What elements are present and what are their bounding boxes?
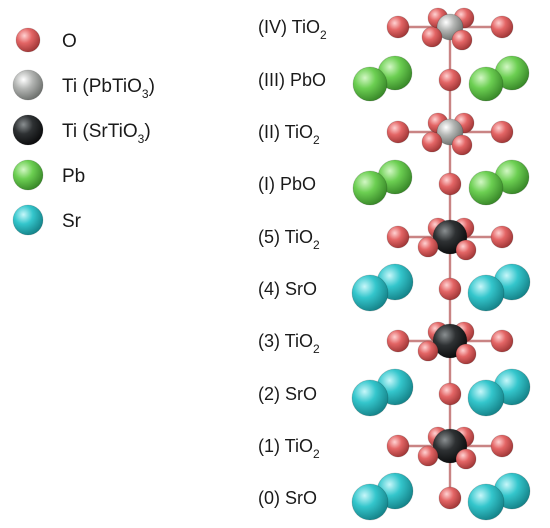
layer-label-3: (I) PbO	[258, 174, 316, 194]
legend-swatch-pb	[12, 159, 44, 191]
layer-label-2: (II) TiO2	[258, 122, 320, 147]
layer-label-1: (III) PbO	[258, 70, 326, 90]
layer-labels: (IV) TiO2 (III) PbO (II) TiO2 (I) PbO (5) Ti…	[258, 17, 327, 508]
oxygen-atom	[490, 225, 514, 249]
oxygen-atom	[438, 68, 462, 92]
oxygen-atom	[490, 434, 514, 458]
oxygen-atom	[490, 329, 514, 353]
oxygen-atom	[455, 343, 477, 365]
legend-label-ti_pb: Ti (PbTiO3)	[62, 76, 155, 101]
oxygen-atom	[438, 172, 462, 196]
legend-swatch-o	[15, 27, 41, 53]
oxygen-atom	[438, 382, 462, 406]
legend-swatch-ti_pb	[12, 69, 44, 101]
oxygen-atom	[438, 486, 462, 510]
lead-atom	[352, 170, 388, 206]
oxygen-atom	[417, 340, 439, 362]
atomic-structure	[351, 7, 531, 521]
strontium-atom	[351, 274, 389, 312]
layer-label-9: (0) SrO	[258, 488, 317, 508]
lead-atom	[352, 66, 388, 102]
strontium-atom	[467, 274, 505, 312]
oxygen-atom	[386, 120, 410, 144]
strontium-atom	[467, 483, 505, 521]
oxygen-atom	[421, 131, 443, 153]
oxygen-atom	[490, 15, 514, 39]
oxygen-atom	[451, 29, 473, 51]
strontium-atom	[467, 379, 505, 417]
oxygen-atom	[490, 120, 514, 144]
layer-label-7: (2) SrO	[258, 384, 317, 404]
legend-item-sr: Sr	[12, 204, 82, 236]
strontium-atom	[351, 483, 389, 521]
oxygen-atom	[386, 434, 410, 458]
oxygen-atom	[438, 277, 462, 301]
layer-label-0: (IV) TiO2	[258, 17, 327, 42]
lead-atom	[468, 170, 504, 206]
layer-label-6: (3) TiO2	[258, 331, 320, 356]
oxygen-atom	[417, 236, 439, 258]
oxygen-atom	[455, 448, 477, 470]
layer-label-8: (1) TiO2	[258, 436, 320, 461]
legend-label-pb: Pb	[62, 166, 85, 187]
strontium-atom	[351, 379, 389, 417]
lead-atom	[468, 66, 504, 102]
legend-label-sr: Sr	[62, 211, 82, 232]
legend-swatch-sr	[12, 204, 44, 236]
atoms	[351, 7, 531, 521]
oxygen-atom	[386, 225, 410, 249]
oxygen-atom	[386, 15, 410, 39]
oxygen-atom	[451, 134, 473, 156]
oxygen-atom	[455, 239, 477, 261]
layer-label-4: (5) TiO2	[258, 227, 320, 252]
legend-label-ti_sr: Ti (SrTiO3)	[62, 121, 151, 146]
oxygen-atom	[417, 445, 439, 467]
layer-label-5: (4) SrO	[258, 279, 317, 299]
oxygen-atom	[421, 26, 443, 48]
legend-swatch-ti_sr	[12, 114, 44, 146]
legend-item-ti_sr: Ti (SrTiO3)	[12, 114, 151, 146]
oxygen-atom	[386, 329, 410, 353]
legend-item-ti_pb: Ti (PbTiO3)	[12, 69, 155, 101]
legend-label-o: O	[62, 31, 77, 52]
legend-item-o: O	[15, 27, 77, 53]
legend-item-pb: Pb	[12, 159, 85, 191]
